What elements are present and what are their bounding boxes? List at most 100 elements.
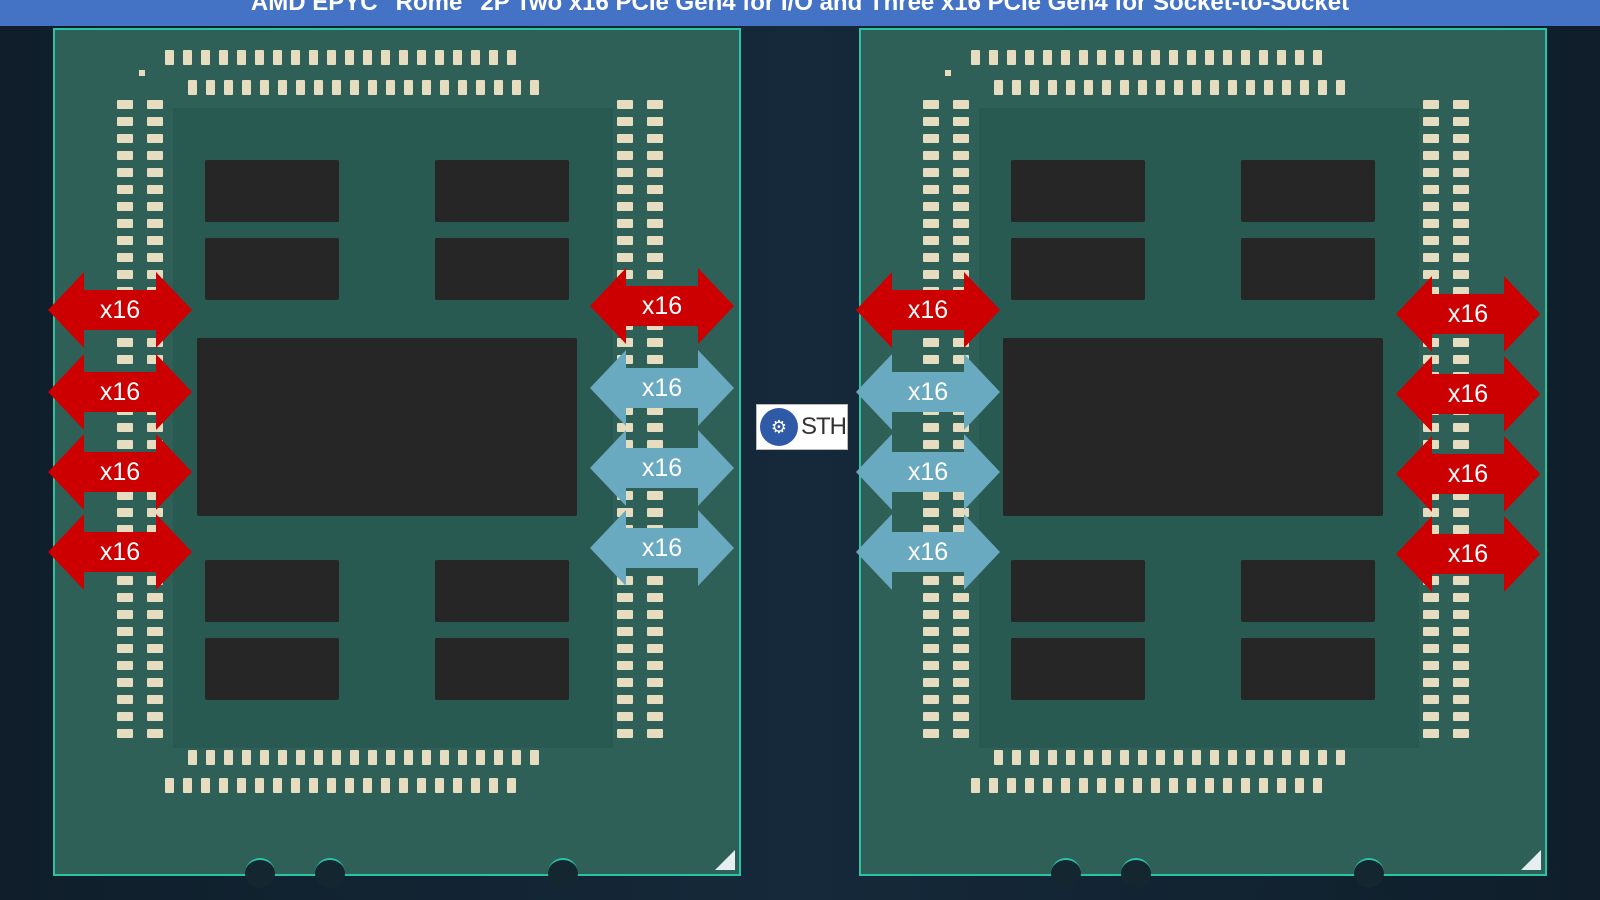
pin (1453, 729, 1469, 738)
pin (1453, 253, 1469, 262)
pin (617, 168, 633, 177)
pin (617, 661, 633, 670)
pin (1423, 151, 1439, 160)
pin (989, 778, 998, 793)
pin (953, 508, 969, 517)
pin (224, 750, 233, 765)
pin (1007, 778, 1016, 793)
arrow-shape (48, 514, 192, 590)
pin (617, 253, 633, 262)
pin (399, 50, 408, 65)
pin (117, 525, 133, 534)
pin (206, 750, 215, 765)
pin (1061, 50, 1070, 65)
pin (647, 185, 663, 194)
pin (953, 253, 969, 262)
pin (386, 750, 395, 765)
pin (1048, 750, 1057, 765)
pin (117, 695, 133, 704)
pin (1138, 80, 1147, 95)
pin (953, 219, 969, 228)
pin (1115, 778, 1124, 793)
pin (147, 644, 163, 653)
pin (1453, 202, 1469, 211)
pin (435, 50, 444, 65)
pin (417, 778, 426, 793)
pin (1120, 80, 1129, 95)
pin (1453, 712, 1469, 721)
corner-triangle-marker (715, 850, 735, 870)
pin (1453, 168, 1469, 177)
pin (1025, 50, 1034, 65)
pin (953, 712, 969, 721)
pin (1241, 778, 1250, 793)
pin (1025, 778, 1034, 793)
cpu-socket-1 (859, 28, 1547, 888)
pin (489, 50, 498, 65)
pin (1423, 202, 1439, 211)
socket-notch (1354, 858, 1384, 888)
sth-logo: ⚙ STH (756, 404, 848, 450)
pin-row (188, 750, 539, 765)
pin (117, 508, 133, 517)
pin (1453, 270, 1469, 279)
ccd-die (1241, 560, 1375, 622)
pin (647, 593, 663, 602)
pin (471, 778, 480, 793)
pin (1156, 750, 1165, 765)
arrow-shape (856, 272, 1000, 348)
io-die (1003, 338, 1383, 516)
double-arrow-icon (1396, 356, 1540, 432)
pin (332, 80, 341, 95)
pin (147, 491, 163, 500)
pin (1453, 185, 1469, 194)
pin (953, 423, 969, 432)
lane-width-label: x16 (99, 295, 141, 324)
pin (1007, 50, 1016, 65)
socket-link-arrow: x16 (590, 350, 734, 426)
pin (923, 729, 939, 738)
pin (1423, 712, 1439, 721)
pin-row (188, 80, 539, 95)
pin (476, 80, 485, 95)
pin (117, 168, 133, 177)
pin (1102, 80, 1111, 95)
pin (314, 750, 323, 765)
pin (117, 423, 133, 432)
pin (923, 627, 939, 636)
pin (117, 593, 133, 602)
pin (923, 491, 939, 500)
double-arrow-icon (1396, 276, 1540, 352)
pin (368, 80, 377, 95)
pin (147, 253, 163, 262)
pin (1423, 508, 1439, 517)
pin (1453, 287, 1469, 296)
pin (476, 750, 485, 765)
double-arrow-icon (590, 430, 734, 506)
pin (147, 525, 163, 534)
pin (422, 750, 431, 765)
pin (278, 80, 287, 95)
pin (1282, 80, 1291, 95)
pin (201, 778, 210, 793)
pin (117, 270, 133, 279)
pin (1423, 185, 1439, 194)
pin-row (165, 50, 516, 65)
pin (224, 80, 233, 95)
ccd-die (1241, 238, 1375, 300)
pin (971, 778, 980, 793)
pin (1336, 750, 1345, 765)
pin (617, 593, 633, 602)
pin (147, 338, 163, 347)
pin (471, 50, 480, 65)
lane-width-label: x16 (641, 453, 683, 482)
pin (147, 576, 163, 585)
pin (923, 695, 939, 704)
pin-1-marker (139, 70, 145, 76)
pin (647, 117, 663, 126)
ccd-die (1011, 238, 1145, 300)
pin (647, 406, 663, 415)
pin (530, 80, 539, 95)
pin (923, 236, 939, 245)
pin (1453, 491, 1469, 500)
